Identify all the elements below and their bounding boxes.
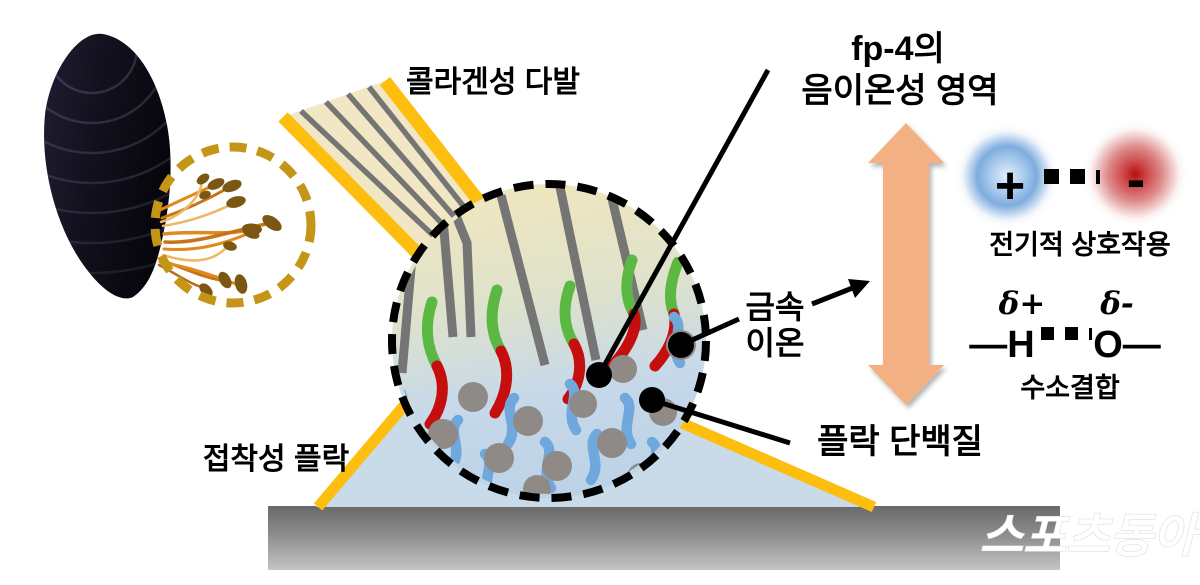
fp4-label-line1: fp-4의 <box>851 30 945 68</box>
watermark: 스포츠동아 <box>980 509 1200 562</box>
metal-ion-callout-dot <box>668 332 694 358</box>
delta-minus-symbol: δ- <box>1099 286 1134 322</box>
interaction-double-arrow-icon <box>868 123 944 405</box>
plaque-protein-label: 플락 단백질 <box>817 423 983 461</box>
collagen-bundle-label: 콜라겐성 다발 <box>406 66 580 99</box>
byssus-zoom-circle <box>150 142 316 308</box>
metal-ion-label-line1: 금속 <box>746 289 805 325</box>
electrostatic-label: 전기적 상호작용 <box>989 230 1170 260</box>
plus-symbol: + <box>995 157 1025 215</box>
electrostatic-inset: + - 전기적 상호작용 <box>953 120 1189 260</box>
metal-to-arrow-line <box>811 284 856 307</box>
metal-arrowhead-icon <box>848 279 870 298</box>
mussel-shell <box>44 33 171 299</box>
bond-tick-icon <box>1089 328 1092 340</box>
positive-charge-icon <box>953 122 1061 230</box>
plaque-protein-callout-line <box>651 397 791 446</box>
fp4-callout-line <box>596 68 771 377</box>
bond-dot-icon <box>1065 327 1078 340</box>
fp4-callout-dot <box>586 362 612 388</box>
adhesive-plaque-label: 접착성 플락 <box>203 443 350 476</box>
collagen-fibers <box>397 188 648 374</box>
hydrogen-bond-inset: δ+ δ- —H O— 수소결합 <box>969 286 1161 403</box>
interaction-tick-icon <box>1096 170 1100 184</box>
fp4-label-line2: 음이온성 영역 <box>801 72 998 110</box>
hydrogen-atom-label: —H <box>969 324 1034 366</box>
negative-charge-icon <box>1081 120 1189 228</box>
interaction-dot-icon <box>1070 169 1085 184</box>
thread-plaques <box>196 173 282 297</box>
metal-ion-label-line2: 이온 <box>746 325 805 361</box>
oxygen-atom-label: O— <box>1093 324 1161 366</box>
callouts <box>586 68 870 446</box>
zoom-circle-border <box>388 180 710 502</box>
plaque-protein-callout-dot <box>639 387 665 413</box>
bond-dot-icon <box>1041 327 1054 340</box>
delta-plus-symbol: δ+ <box>998 286 1046 322</box>
byssal-threads <box>150 142 316 308</box>
minus-symbol: - <box>1127 147 1146 210</box>
substrate-bar <box>268 506 1060 570</box>
hydrogen-bond-label: 수소결합 <box>1020 373 1120 403</box>
interaction-dot-icon <box>1044 169 1059 184</box>
